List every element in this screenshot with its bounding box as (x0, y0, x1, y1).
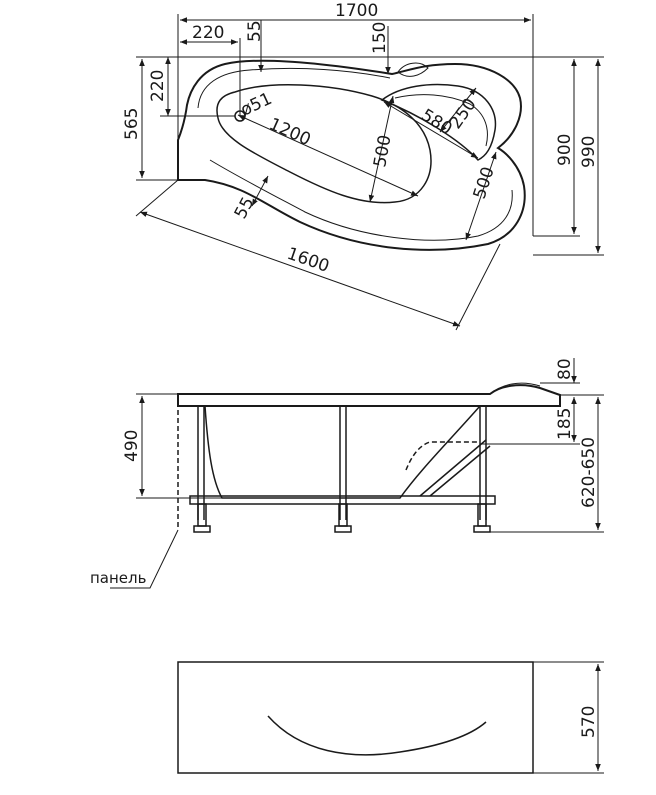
side-view-seat (405, 441, 480, 471)
dim-overall-width: 990 (579, 136, 599, 168)
dim-drain-offset-x: 220 (192, 23, 224, 43)
dim-drain-offset-y: 220 (148, 70, 168, 102)
side-view-body (204, 405, 481, 499)
top-view-overflow (397, 62, 429, 77)
front-panel: 570 (177, 661, 604, 774)
dim-inner-width: 500 (370, 133, 395, 168)
top-view-outline (177, 56, 534, 236)
dim-total-height: 620-650 (579, 437, 599, 508)
dim-top-gap: 150 (370, 22, 390, 54)
front-panel-outline (177, 661, 534, 774)
top-view-basin (216, 84, 432, 204)
dim-rim-height: 185 (555, 408, 575, 440)
panel-label: панель (90, 569, 146, 587)
top-view: 1700 220 55 150 220 565 ø51 1200 500 580 (122, 1, 604, 331)
side-view-headrest (489, 382, 541, 395)
dim-left-side: 565 (122, 108, 142, 140)
panel-leader (110, 529, 179, 589)
dim-corner-inner: 500 (470, 164, 499, 201)
dim-drain-diameter: ø51 (238, 89, 275, 121)
front-panel-curve (267, 715, 487, 756)
side-view-rim (177, 384, 561, 407)
dim-overall-length: 1700 (335, 1, 378, 21)
side-view: панель 490 80 185 620-650 (90, 358, 604, 589)
side-view-frame (189, 406, 496, 533)
dim-inner-length: 1200 (266, 114, 314, 150)
dim-panel-height: 570 (579, 706, 599, 738)
dim-rim: 55 (231, 194, 259, 222)
dim-inner-depth: 900 (555, 134, 575, 166)
dim-depth: 490 (122, 430, 142, 462)
dim-rim-extra: 80 (555, 358, 575, 380)
dim-drain-offset-x2: 55 (245, 20, 265, 42)
